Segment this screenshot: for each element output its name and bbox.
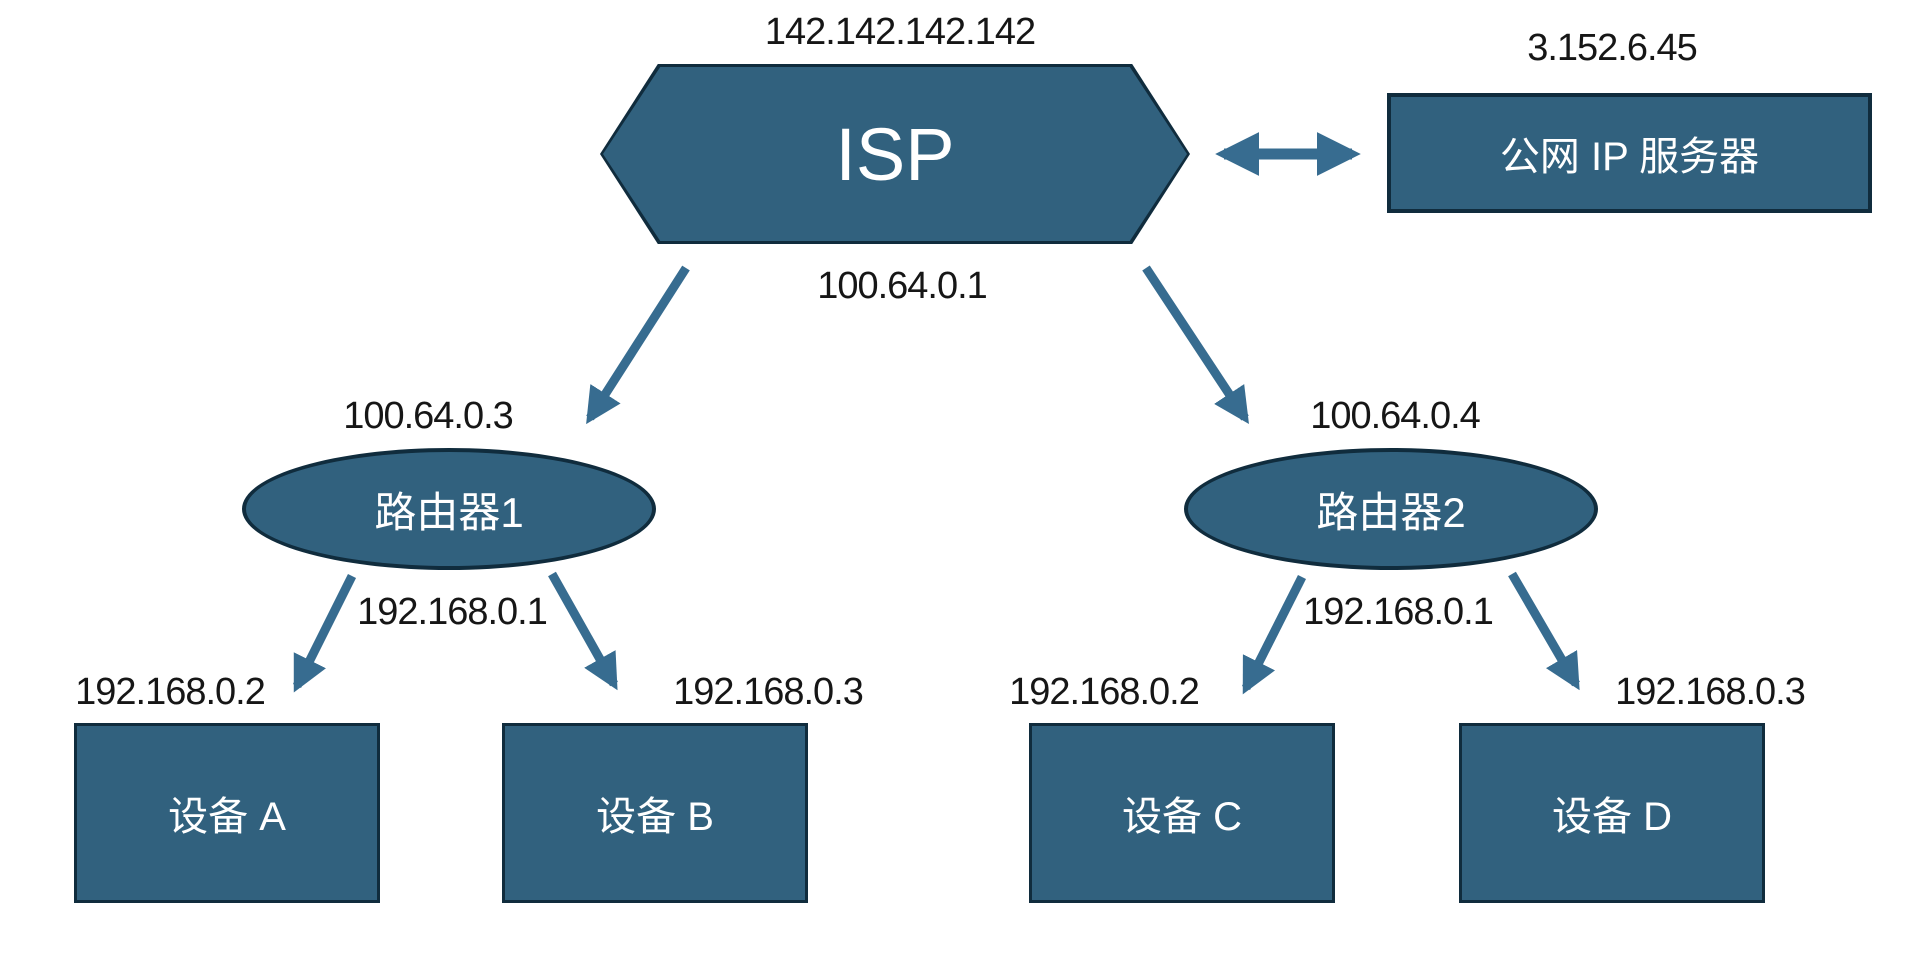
arrow-isp-router1: [586, 265, 690, 425]
public-server-label: 公网 IP 服务器: [1499, 135, 1760, 179]
public-server-node: 公网 IP 服务器: [1387, 93, 1872, 213]
router1-lan-ip-label: 192.168.0.1: [357, 591, 548, 633]
device-b-node: 设备 B: [502, 723, 808, 903]
isp-label: ISP: [835, 112, 955, 196]
device-d-node: 设备 D: [1459, 723, 1765, 903]
router1-label: 路由器1: [374, 488, 524, 536]
router1-node: 路由器1: [242, 448, 656, 570]
device-a-ip-label: 192.168.0.2: [75, 671, 266, 713]
router1-wan-ip-label: 100.64.0.3: [343, 395, 514, 437]
isp-public-ip-label: 142.142.142.142: [764, 11, 1036, 53]
device-a-label: 设备 A: [168, 795, 286, 839]
arrow-router2-device-c: [1241, 574, 1307, 695]
arrow-router2-device-d: [1508, 571, 1580, 691]
arrow-router1-device-a: [292, 573, 357, 693]
isp-node: ISP: [600, 64, 1190, 244]
device-d-ip-label: 192.168.0.3: [1615, 671, 1806, 713]
isp-node-body: ISP: [603, 67, 1187, 241]
router2-label: 路由器2: [1316, 488, 1466, 536]
device-b-ip-label: 192.168.0.3: [673, 671, 864, 713]
isp-nat-ip-label: 100.64.0.1: [817, 265, 988, 307]
device-c-node: 设备 C: [1029, 723, 1335, 903]
arrow-isp-router2: [1142, 265, 1249, 425]
router2-node: 路由器2: [1184, 448, 1598, 570]
device-c-label: 设备 C: [1122, 795, 1242, 839]
router2-wan-ip-label: 100.64.0.4: [1310, 395, 1481, 437]
device-a-node: 设备 A: [74, 723, 380, 903]
router2-lan-ip-label: 192.168.0.1: [1303, 591, 1494, 633]
device-b-label: 设备 B: [596, 795, 714, 839]
device-c-ip-label: 192.168.0.2: [1009, 671, 1200, 713]
device-d-label: 设备 D: [1552, 795, 1672, 839]
arrow-router1-device-b: [548, 571, 618, 691]
public-server-ip-label: 3.152.6.45: [1527, 27, 1698, 69]
